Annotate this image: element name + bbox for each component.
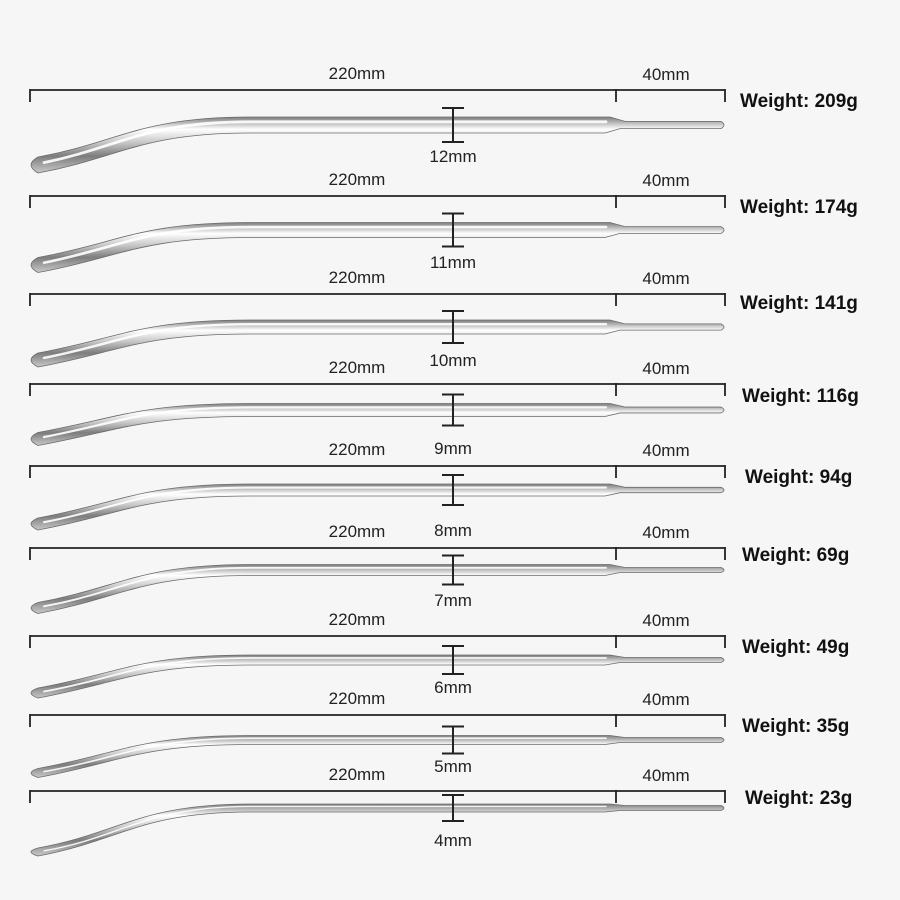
metal-dilator-rod	[30, 403, 725, 446]
dilator-row	[29, 465, 726, 531]
diameter-marker	[442, 393, 464, 427]
tip-length-label: 40mm	[642, 359, 690, 378]
rod-highlight	[42, 486, 608, 524]
rod-highlight	[43, 657, 607, 693]
diameter-label: 12mm	[429, 147, 477, 166]
diameter-marker	[442, 794, 464, 822]
weight-label: Weight: 174g	[740, 197, 858, 218]
diameter-marker	[442, 645, 464, 675]
dimension-bracket	[29, 383, 726, 396]
dilator-row	[29, 547, 726, 614]
tip-length-label: 40mm	[642, 611, 690, 630]
dilator-row	[29, 790, 726, 857]
metal-dilator-rod	[30, 803, 725, 857]
dilator-row	[29, 714, 726, 778]
diameter-marker	[442, 107, 464, 143]
length-label: 220mm	[328, 765, 386, 784]
weight-label: Weight: 49g	[742, 637, 850, 658]
weight-label: Weight: 23g	[745, 788, 853, 809]
length-label: 220mm	[328, 610, 386, 629]
diameter-label: 6mm	[434, 678, 472, 697]
weight-label: Weight: 209g	[740, 91, 858, 112]
tip-length-label: 40mm	[642, 269, 690, 288]
diameter-marker	[442, 212, 464, 248]
tip-length-label: 40mm	[642, 690, 690, 709]
metal-dilator-rod	[30, 564, 725, 614]
metal-dilator-rod	[30, 654, 725, 699]
length-label: 220mm	[328, 170, 386, 189]
tip-length-label: 40mm	[642, 171, 690, 190]
weight-label: Weight: 69g	[742, 545, 850, 566]
diameter-label: 9mm	[434, 439, 472, 458]
metal-dilator-rod	[30, 222, 725, 273]
dimension-bracket	[29, 195, 726, 208]
diameter-label: 8mm	[434, 521, 472, 540]
dimension-bracket	[29, 89, 726, 102]
diameter-marker	[442, 310, 464, 344]
dimension-bracket	[29, 635, 726, 648]
rod-highlight	[42, 322, 608, 360]
metal-dilator-rod	[30, 735, 725, 778]
dimension-bracket	[29, 465, 726, 478]
rod-highlight	[43, 805, 607, 852]
diameter-label: 11mm	[430, 253, 476, 272]
dilator-row	[29, 89, 726, 174]
diameter-marker	[442, 554, 464, 586]
tip-length-label: 40mm	[642, 65, 690, 84]
tip-length-label: 40mm	[642, 523, 690, 542]
dilator-row	[29, 635, 726, 699]
length-label: 220mm	[328, 358, 386, 377]
dimension-bracket	[29, 547, 726, 560]
dilator-row	[29, 383, 726, 446]
rod-highlight	[42, 406, 608, 439]
dimension-bracket	[29, 790, 726, 803]
dimension-bracket	[29, 714, 726, 727]
tip-length-label: 40mm	[642, 441, 690, 460]
metal-dilator-rod	[30, 319, 725, 368]
length-label: 220mm	[328, 64, 386, 83]
weight-label: Weight: 116g	[742, 386, 859, 407]
dimension-bracket	[29, 293, 726, 306]
length-label: 220mm	[328, 522, 386, 541]
dilator-row	[29, 195, 726, 273]
metal-dilator-rod	[30, 483, 725, 531]
rod-highlight	[42, 120, 608, 164]
rod-highlight	[42, 225, 608, 265]
rod-highlight	[43, 737, 607, 773]
diameter-marker	[442, 474, 464, 506]
weight-label: Weight: 35g	[742, 716, 850, 737]
diameter-label: 10mm	[429, 351, 477, 370]
tip-length-label: 40mm	[642, 766, 690, 785]
diameter-marker	[442, 725, 464, 755]
diameter-label: 4mm	[434, 831, 472, 850]
length-label: 220mm	[328, 440, 386, 459]
dilator-row	[29, 293, 726, 368]
length-label: 220mm	[328, 268, 386, 287]
weight-label: Weight: 141g	[740, 293, 858, 314]
metal-dilator-rod	[30, 116, 725, 174]
rod-highlight	[43, 566, 607, 608]
weight-label: Weight: 94g	[745, 467, 853, 488]
length-label: 220mm	[328, 689, 386, 708]
diameter-label: 7mm	[434, 591, 472, 610]
diameter-label: 5mm	[434, 757, 472, 776]
